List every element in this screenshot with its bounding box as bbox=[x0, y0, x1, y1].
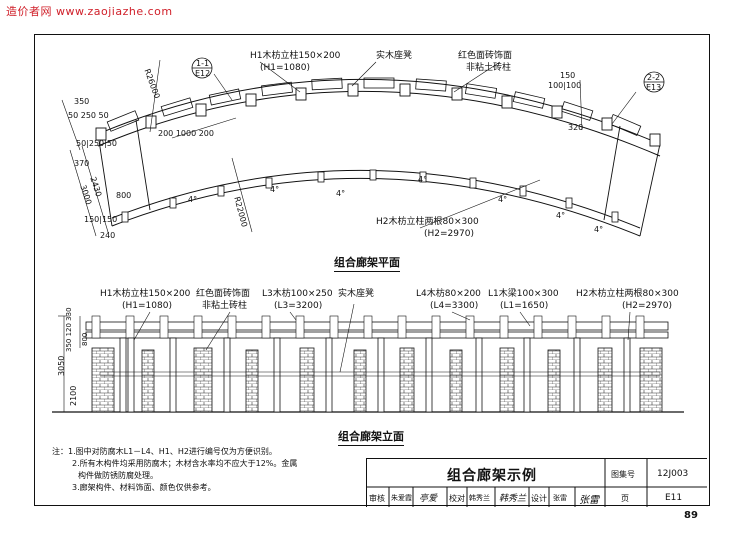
elev-dim-350-120-330: 350 120 330 bbox=[65, 307, 73, 352]
plan-title: 组合廊架平面 bbox=[334, 254, 400, 272]
plan-brick-post-label: 非粘土砖柱 bbox=[466, 63, 512, 73]
check-label: 校对 bbox=[449, 494, 465, 503]
plan-dim-320: 320 bbox=[568, 123, 584, 132]
plan-h2-post-label: H2木枋立柱两根80×300 bbox=[376, 217, 479, 227]
elevation-title: 组合廊架立面 bbox=[338, 428, 404, 446]
note-line-3: 构件做防锈防腐处理。 bbox=[78, 471, 158, 480]
drawing-frame bbox=[34, 34, 710, 506]
elev-l4-length-label: (L4=3300) bbox=[430, 301, 479, 311]
elev-h2-height-label: (H2=2970) bbox=[622, 301, 672, 311]
page-label: 页 bbox=[621, 494, 629, 503]
atlas-label: 图集号 bbox=[611, 470, 635, 479]
elev-l1-length-label: (L1=1650) bbox=[500, 301, 549, 311]
reviewer-signature: 亭爱 bbox=[419, 494, 438, 504]
elev-h1-post-label: H1木枋立柱150×200 bbox=[100, 289, 191, 299]
plan-angle-3: 4° bbox=[336, 189, 346, 198]
designer-name: 张雷 bbox=[553, 494, 567, 502]
plan-dim-100-100: 100|100 bbox=[548, 81, 582, 90]
title-block-grid bbox=[367, 459, 707, 507]
plan-dim-800: 800 bbox=[116, 191, 132, 200]
plan-h1-height-label: (H1=1080) bbox=[260, 63, 310, 73]
elev-red-tile-label: 红色面砖饰面 bbox=[196, 289, 251, 299]
plan-bench-label: 实木座凳 bbox=[376, 51, 413, 61]
plan-angle-7: 4° bbox=[594, 225, 604, 234]
plan-angle-2: 4° bbox=[270, 185, 280, 194]
page-code: E11 bbox=[665, 493, 683, 503]
elev-h2-post-label: H2木枋立柱两根80×300 bbox=[576, 289, 679, 299]
note-line-4: 3.廊架构件、材料饰面、颜色仅供参考。 bbox=[72, 483, 216, 492]
checker-name: 韩秀兰 bbox=[469, 494, 490, 502]
plan-angle-6: 4° bbox=[556, 211, 566, 220]
elev-dim-2100: 2100 bbox=[69, 385, 78, 406]
section-1-label: 1-1 bbox=[196, 59, 210, 68]
plan-dim-200-1000-200: 200 1000 200 bbox=[158, 129, 214, 138]
watermark: 造价者网 www.zaojiazhe.com bbox=[6, 5, 173, 18]
plan-angle-1: 4° bbox=[188, 195, 198, 204]
design-label: 设计 bbox=[531, 494, 547, 503]
plan-angle-5: 4° bbox=[498, 195, 508, 204]
plan-dim-50-250-50: 50 250 50 bbox=[68, 111, 109, 120]
section-2-label: 2-2 bbox=[647, 73, 661, 82]
checker-signature: 韩秀兰 bbox=[499, 494, 527, 504]
title-block: 组合廊架示例 图集号 12J003 审核 朱爱霞 亭爱 校对 韩秀兰 韩秀兰 设… bbox=[366, 458, 707, 507]
section-2-ref: E13 bbox=[646, 83, 662, 92]
elev-brick-post-label: 非粘土砖柱 bbox=[202, 301, 248, 311]
note-line-2: 2.所有木构件均采用防腐木；木材含水率均不应大于12%。金属 bbox=[72, 459, 298, 468]
atlas-number: 12J003 bbox=[657, 469, 689, 479]
elev-l3-label: L3木枋100×250 bbox=[262, 289, 333, 299]
notes: 注：1.图中对防腐木L1－L4、H1、H2进行编号仅为方便识别。 2.所有木构件… bbox=[52, 446, 372, 494]
plan-angle-4: 4° bbox=[418, 175, 428, 184]
elev-dim-800: 800 bbox=[81, 332, 89, 346]
plan-dim-50-250-50-b: 50|250|50 bbox=[76, 139, 118, 148]
plan-dim-150-150: 150|150 bbox=[84, 215, 118, 224]
drawing-title: 组合廊架示例 bbox=[447, 468, 537, 484]
plan-dim-240: 240 bbox=[100, 231, 116, 240]
plan-h2-height-label: (H2=2970) bbox=[424, 229, 474, 239]
designer-signature: 张雷 bbox=[579, 495, 599, 506]
section-1-ref: E12 bbox=[195, 69, 211, 78]
reviewer-name: 朱爱霞 bbox=[391, 494, 412, 502]
elev-bench-label: 实木座凳 bbox=[338, 289, 375, 299]
note-line-1: 注：1.图中对防腐木L1－L4、H1、H2进行编号仅为方便识别。 bbox=[52, 447, 277, 456]
plan-dim-350: 350 bbox=[74, 97, 90, 106]
plan-h1-post-label: H1木枋立柱150×200 bbox=[250, 51, 341, 61]
elev-l3-length-label: (L3=3200) bbox=[274, 301, 323, 311]
plan-dim-150: 150 bbox=[560, 71, 576, 80]
elev-h1-height-label: (H1=1080) bbox=[122, 301, 172, 311]
plan-red-tile-label: 红色面砖饰面 bbox=[458, 51, 513, 61]
elev-dim-3050: 3050 bbox=[57, 355, 66, 376]
plan-dim-370: 370 bbox=[74, 159, 90, 168]
review-label: 审核 bbox=[369, 494, 385, 503]
elev-l1-label: L1木梁100×300 bbox=[488, 289, 559, 299]
page-number: 89 bbox=[684, 510, 698, 521]
elev-l4-label: L4木枋80×200 bbox=[416, 289, 481, 299]
